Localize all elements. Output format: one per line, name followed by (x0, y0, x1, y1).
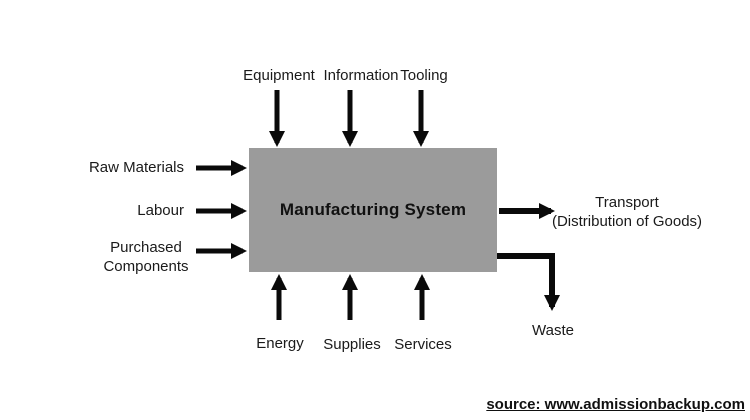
label-transport-line2: (Distribution of Goods) (551, 213, 703, 230)
label-raw-materials: Raw Materials (88, 159, 184, 176)
arrow-waste-elbow (497, 253, 560, 311)
label-equipment: Equipment (243, 67, 315, 84)
label-information: Information (323, 67, 399, 84)
label-tooling: Tooling (400, 67, 448, 84)
label-supplies: Supplies (323, 336, 381, 353)
manufacturing-system-label: Manufacturing System (279, 200, 467, 219)
source-link[interactable]: source: www.admissionbackup.com (486, 396, 745, 413)
label-waste: Waste (532, 322, 574, 339)
label-energy: Energy (256, 335, 304, 352)
label-transport: Transport (Distribution of Goods) (552, 193, 702, 231)
label-transport-line1: Transport (595, 194, 659, 211)
label-purchased-components: Purchased Components (103, 239, 189, 275)
label-labour: Labour (137, 202, 184, 219)
manufacturing-system-box: Manufacturing System (249, 148, 497, 272)
label-services: Services (394, 336, 452, 353)
